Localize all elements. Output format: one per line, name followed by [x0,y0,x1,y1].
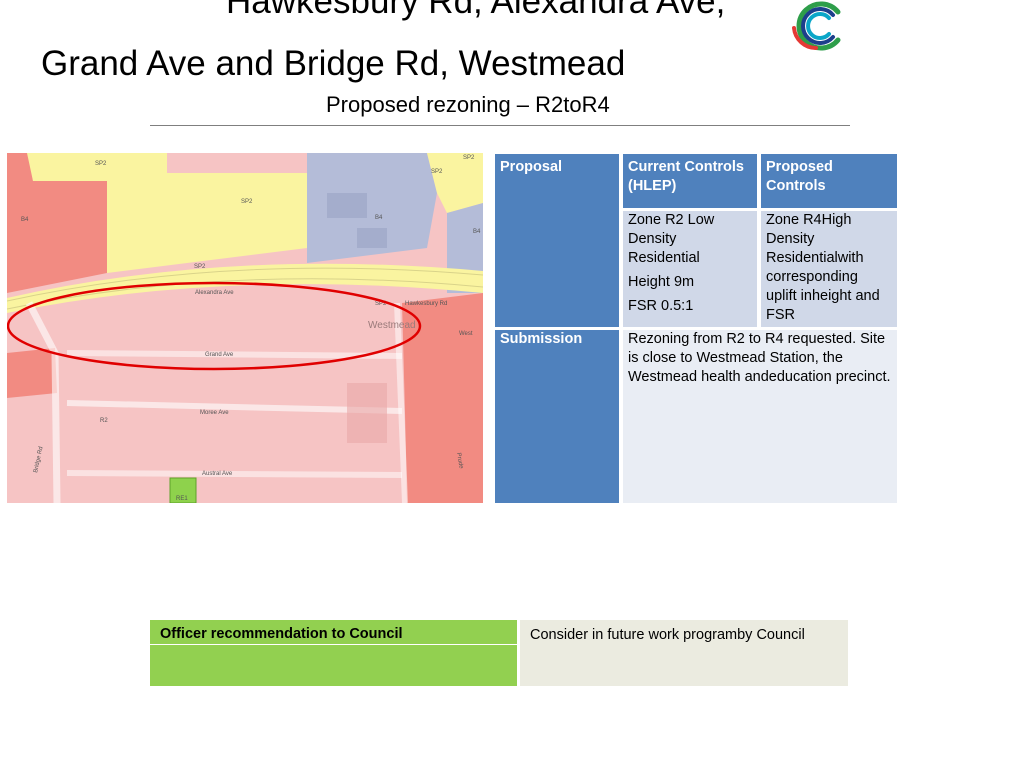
proposed-controls-cell: Zone R4High Density Residentialwith corr… [761,211,897,327]
map-zone-label: B4 [21,217,29,223]
map-zone-label: SP2 [431,169,443,175]
page-title-line-2: Grand Ave and Bridge Rd, Westmead [41,44,626,83]
officer-recommendation-label: Officer recommendation to Council [160,626,403,642]
r4-zone-right [402,293,483,503]
page-title-line-1: Hawkesbury Rd, Alexandra Ave, [226,0,726,21]
current-controls-cell: Zone R2 Low Density Residential Height 9… [623,211,757,327]
map-zone-label: SP2 [375,301,387,307]
submission-text: Rezoning from R2 to R4 requested. Site i… [628,331,891,385]
submission-label: Submission [500,331,583,347]
map-street-label: Prude [455,452,464,469]
map-street-label: Hawkesbury Rd [405,301,447,307]
map-zone-label: RE1 [176,496,188,502]
officer-recommendation-text: Consider in future work programby Counci… [520,620,848,686]
map-zone-label: R2 [100,418,108,424]
map-place-label: West [459,331,473,337]
map-zone-label: B4 [473,229,481,235]
map-zone-label: SP2 [241,199,253,205]
current-controls-header: Current Controls (HLEP) [623,154,757,208]
current-height-text: Height 9m [628,274,695,290]
r4-zone-left [7,348,57,398]
b4-zone-left [307,153,437,263]
map-street-label: Austral Ave [202,471,233,477]
site-highlight-ellipse [7,281,422,371]
proposal-label-cell: Proposal [495,154,619,327]
council-c-logo-icon [786,0,848,52]
zoning-map: SP2 SP2 SP2 SP2 SP2 SP2 B4 B4 B4 R2 RE1 … [7,153,483,503]
map-zone-label: SP2 [463,155,475,161]
officer-recommendation-label-cell: Officer recommendation to Council [150,620,517,686]
rail-corridor [7,263,483,313]
proposed-controls-text: Zone R4High Density Residentialwith corr… [766,212,880,323]
map-street-label: Bridge Rd [33,446,44,473]
map-street-label: Alexandra Ave [195,290,234,296]
current-fsr-text: FSR 0.5:1 [628,298,694,314]
current-zone-text: Zone R2 Low Density Residential [628,212,715,266]
submission-text-cell: Rezoning from R2 to R4 requested. Site i… [623,330,897,503]
sp2-zone-top [27,153,307,273]
map-zone-label: B4 [375,215,383,221]
proposed-controls-header-label: Proposed Controls [766,159,833,194]
map-street-label: Moree Ave [200,410,229,416]
current-controls-header-label: Current Controls (HLEP) [628,159,744,194]
map-place-label: Westmead [368,320,416,331]
proposal-label: Proposal [500,159,563,175]
recommendation-divider [150,644,517,645]
map-zone-label: SP2 [95,161,107,167]
title-divider [150,125,850,126]
submission-label-cell: Submission [495,330,619,503]
map-street-label: Grand Ave [205,352,234,358]
proposed-controls-header: Proposed Controls [761,154,897,208]
re1-zone [169,477,197,503]
r4-zone-top-left [7,153,107,293]
page-subtitle: Proposed rezoning – R2toR4 [326,92,610,117]
map-zone-label: SP2 [194,264,206,270]
sp2-zone-right [427,153,483,213]
